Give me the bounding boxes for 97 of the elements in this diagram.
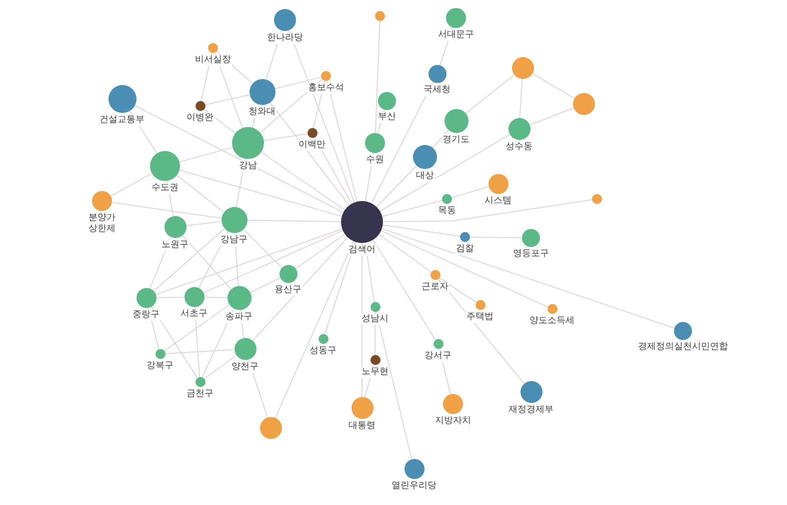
connector-line — [164, 349, 234, 354]
connector-line — [111, 202, 222, 219]
connector-line — [249, 278, 280, 294]
connector-line — [528, 107, 574, 126]
connector-line — [134, 104, 344, 213]
connector-line — [380, 134, 510, 212]
node-label: 성동구 — [308, 346, 338, 357]
node-label: 대상 — [415, 171, 435, 182]
connector-line — [242, 228, 282, 268]
connector-line — [204, 296, 228, 298]
node-label: 비서실장 — [194, 55, 232, 66]
connector-line — [204, 108, 236, 134]
node-label: 청와대 — [248, 107, 276, 118]
connector-line — [382, 199, 593, 222]
connector-line — [204, 355, 237, 380]
connector-line — [382, 224, 461, 237]
connector-line — [204, 94, 250, 106]
connector-line — [252, 236, 348, 342]
node-label: 시스템 — [484, 196, 512, 207]
node-label: 영등포구 — [512, 249, 550, 260]
connector-line — [519, 78, 523, 118]
connector-line — [464, 74, 515, 114]
node-label: 이병완 — [186, 113, 214, 124]
connector-line — [378, 234, 432, 273]
connector-line — [451, 186, 489, 198]
node-label: 강북구 — [146, 361, 174, 372]
connector-line — [182, 234, 232, 290]
connector-line — [110, 172, 152, 197]
node-label: 강남구 — [220, 235, 248, 246]
node-label: 재정경제부 — [508, 405, 554, 416]
connector-line — [432, 130, 449, 148]
connector-line — [376, 311, 412, 460]
connector-line — [236, 158, 246, 208]
node-label: 강서구 — [424, 351, 452, 362]
node-label: 한나라당 — [266, 33, 304, 44]
connector-line — [288, 30, 355, 203]
connector-line — [202, 230, 344, 294]
connector-line — [381, 228, 675, 329]
connector-line — [156, 296, 184, 298]
node-label: 노무현 — [360, 367, 390, 378]
connector-line — [178, 170, 342, 217]
connector-line — [376, 165, 418, 208]
node-label: 용산구 — [274, 285, 302, 296]
node-label: 강남 — [238, 161, 258, 172]
connector-line — [194, 306, 200, 378]
node-label: 양도소득세 — [528, 316, 576, 327]
connector-line — [263, 133, 308, 141]
node-label: 이백만 — [298, 140, 326, 151]
connector-line — [260, 152, 346, 210]
node-label: 국세청 — [422, 85, 452, 96]
connector-line — [269, 102, 350, 206]
connector-line — [246, 220, 342, 222]
connector-line — [532, 73, 575, 99]
node-label: 검색어 — [348, 245, 376, 256]
node-label: 성수동 — [504, 142, 534, 153]
connector-line — [185, 221, 222, 226]
node-label: 검찰 — [455, 244, 475, 255]
node-label: 대통령 — [348, 421, 376, 432]
node-label: 건설교통부 — [98, 115, 146, 126]
connector-line — [438, 277, 476, 303]
connector-line — [372, 239, 436, 340]
node-label: 부산 — [377, 112, 397, 123]
connector-line — [326, 80, 358, 202]
connector-line — [150, 306, 198, 378]
node-label: 열린우리당 — [390, 481, 438, 492]
connector-line — [371, 82, 434, 204]
connector-line — [153, 228, 225, 292]
node-label: 송파구 — [224, 312, 254, 323]
connector-line — [364, 152, 374, 202]
connector-line — [374, 20, 380, 134]
node-label: 경기도 — [442, 135, 470, 146]
node-label: 양천구 — [230, 362, 260, 373]
node-label: 성남시 — [360, 314, 390, 325]
node-label: 지방자치 — [434, 416, 472, 427]
connector-line — [176, 174, 224, 212]
connector-line — [324, 241, 356, 335]
node-label: 수도권 — [150, 183, 180, 194]
connector-line — [274, 240, 354, 418]
node-label: 중랑구 — [132, 310, 160, 321]
connector-line — [380, 230, 548, 308]
node-label: 홍보수석 — [307, 83, 345, 94]
node-label: 서대문구 — [437, 30, 475, 41]
node-label: 목동 — [437, 206, 457, 217]
node-label: 서초구 — [180, 309, 208, 320]
connector-line — [274, 76, 322, 90]
node-label: 근로자 — [420, 282, 450, 293]
node-label: 주택법 — [466, 312, 494, 323]
node-label: 수원 — [365, 155, 385, 166]
node-label: 경제정의실천시민연합 — [637, 342, 729, 353]
node-label: 금천구 — [186, 389, 214, 400]
connector-line — [164, 304, 230, 352]
connector-line — [470, 236, 522, 238]
node-label: 노원구 — [160, 240, 190, 251]
connector-line — [179, 146, 234, 162]
connector-line — [382, 200, 443, 217]
connector-line — [154, 228, 343, 296]
connector-line — [294, 234, 346, 270]
